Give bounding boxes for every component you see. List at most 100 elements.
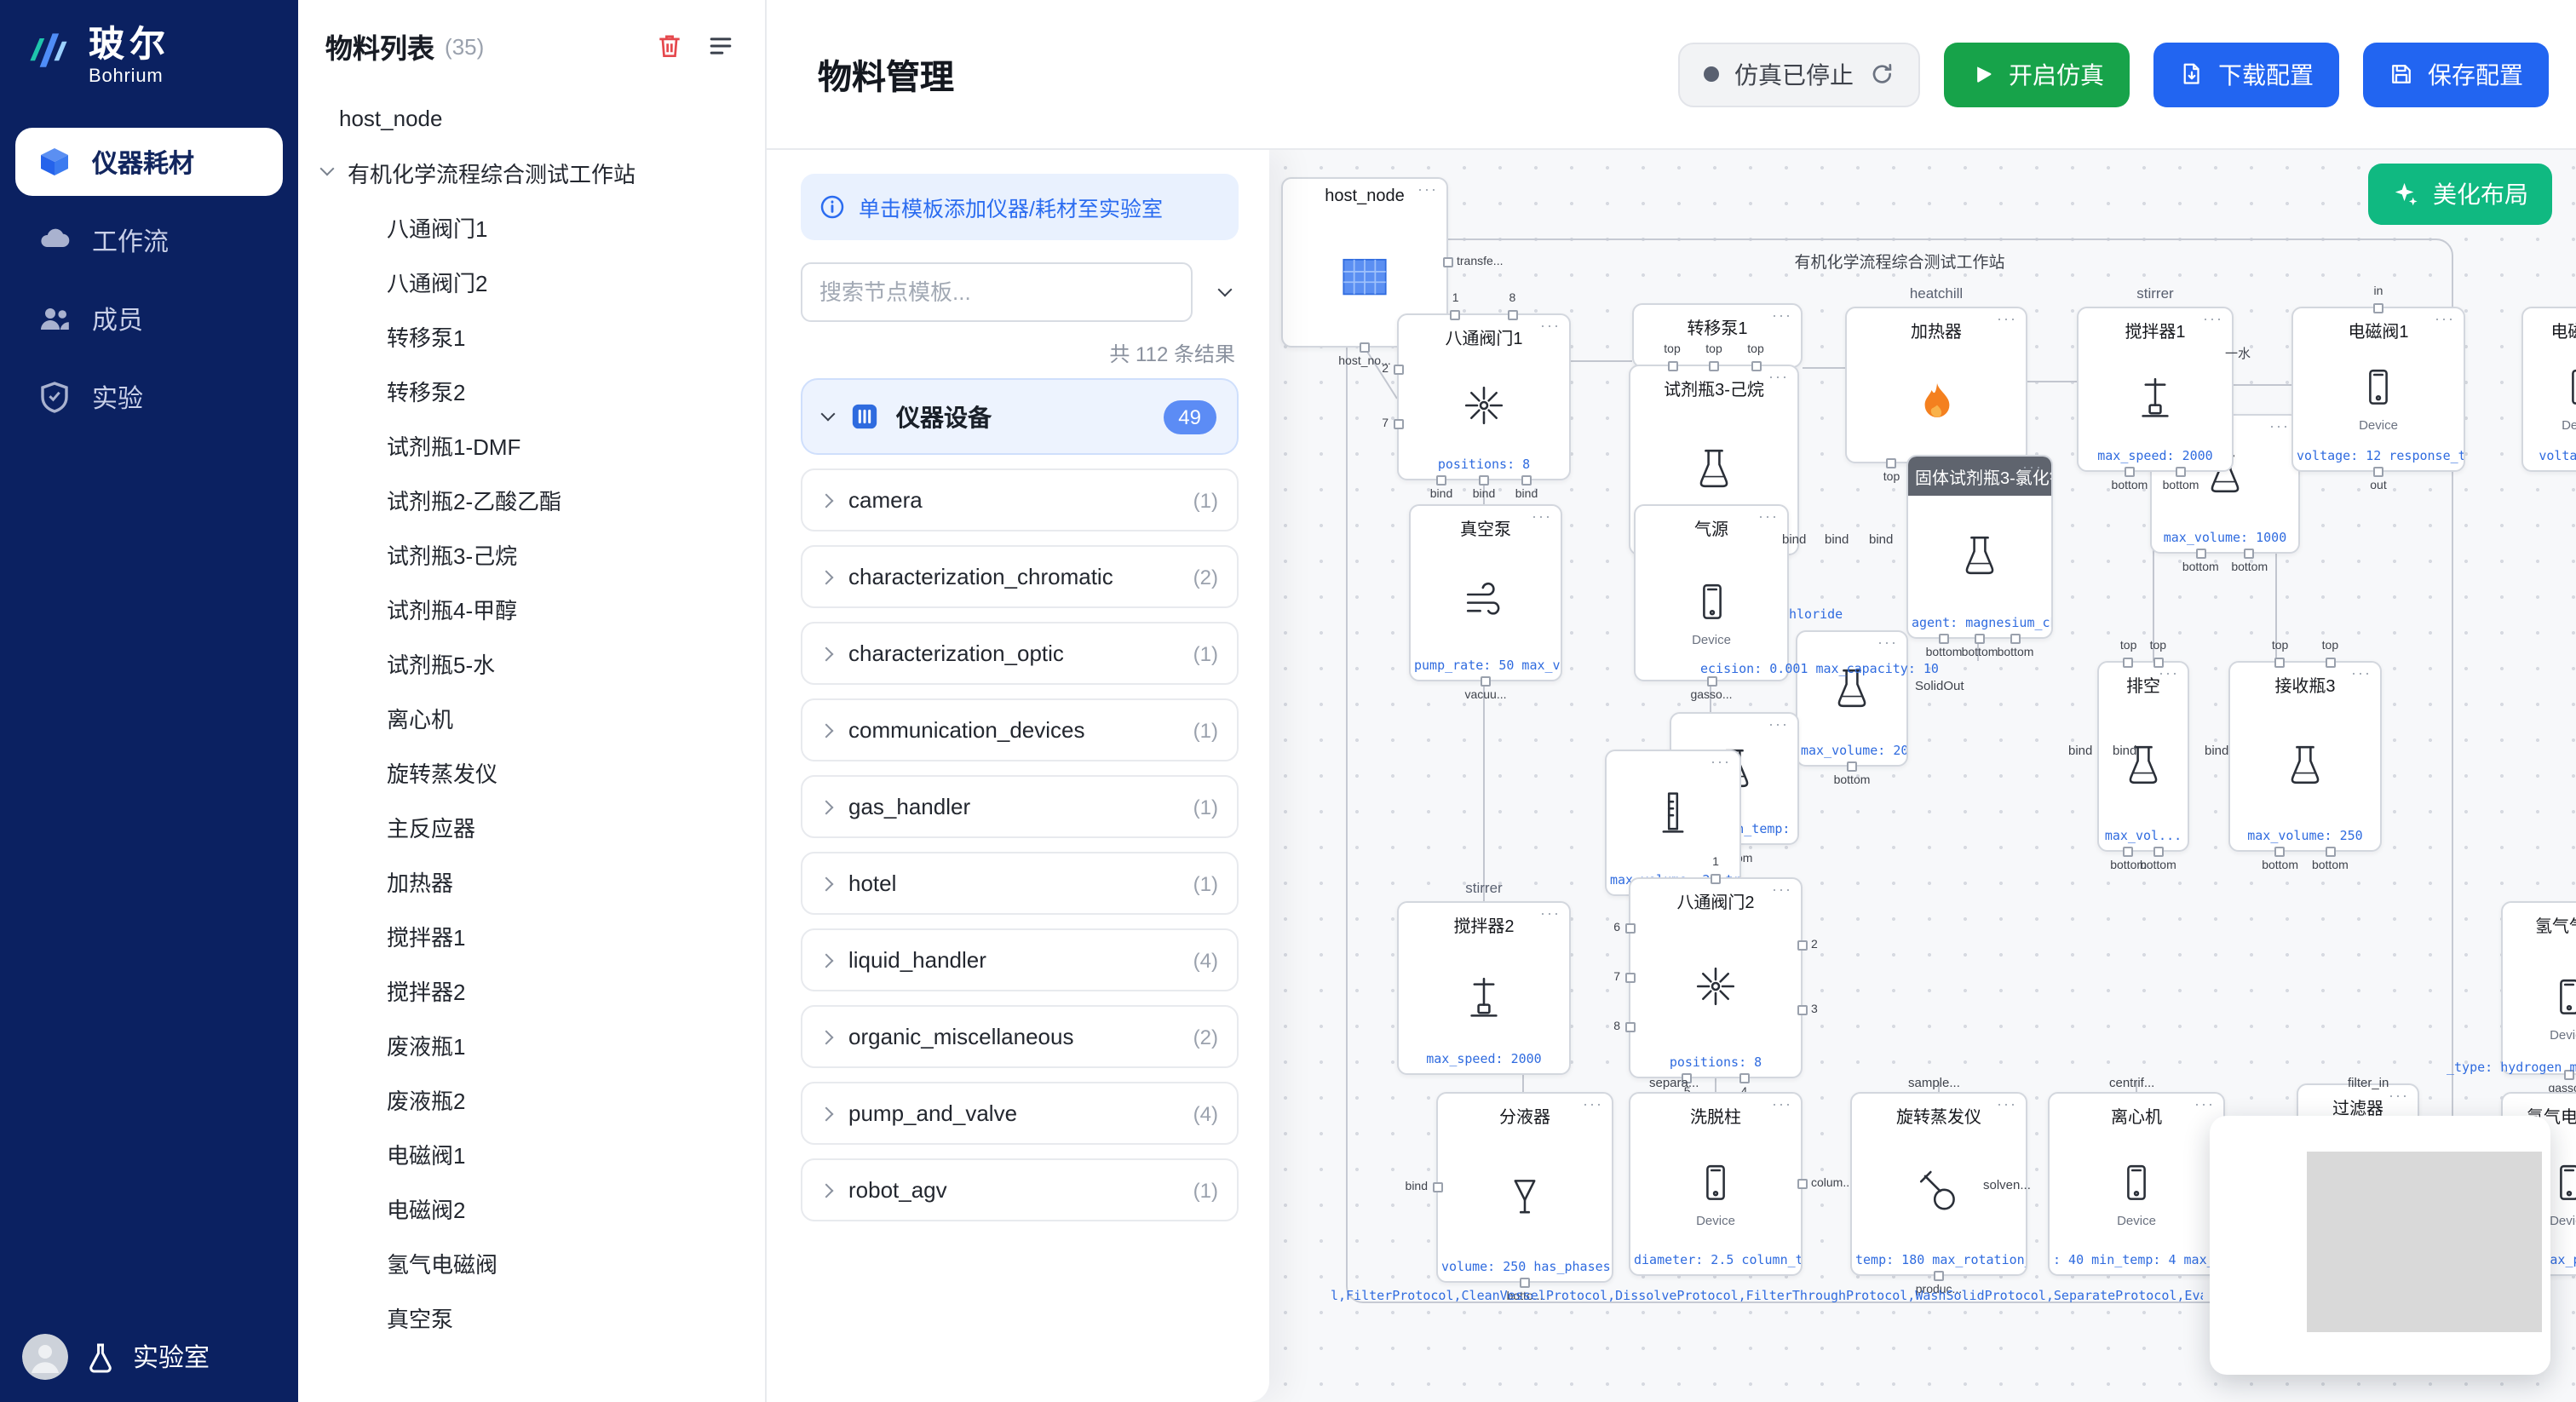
port[interactable]: [2274, 846, 2286, 856]
port[interactable]: [2124, 466, 2135, 476]
tree-item[interactable]: 搅拌器1: [298, 908, 765, 962]
node-menu-icon[interactable]: ···: [2159, 664, 2179, 681]
tree-item[interactable]: 试剂瓶4-甲醇: [298, 581, 765, 635]
port[interactable]: [1847, 761, 1857, 771]
port[interactable]: [2564, 1069, 2574, 1079]
port[interactable]: [1739, 1072, 1750, 1083]
port[interactable]: [1450, 309, 1461, 319]
port[interactable]: [2373, 302, 2383, 313]
sidebar-item-members[interactable]: 成员: [15, 284, 283, 353]
sidebar-footer[interactable]: 实验室: [22, 1334, 210, 1380]
node-menu-icon[interactable]: ···: [2203, 310, 2223, 327]
tree-item[interactable]: 试剂瓶3-己烷: [298, 526, 765, 581]
port[interactable]: [2373, 466, 2383, 476]
port[interactable]: [1479, 474, 1489, 485]
node-menu-icon[interactable]: ···: [1997, 310, 2017, 327]
node-menu-icon[interactable]: ···: [1997, 1095, 2017, 1112]
node-menu-icon[interactable]: ···: [1540, 317, 1561, 334]
sidebar-item-instruments[interactable]: 仪器耗材: [15, 128, 283, 197]
port[interactable]: [1432, 1182, 1442, 1192]
port[interactable]: [2274, 657, 2286, 667]
tree-item[interactable]: 主反应器: [298, 799, 765, 853]
graph-node[interactable]: 真空泵···pump_rate: 50 max_vacuum: 0.1vacuu…: [1409, 504, 1562, 702]
download-config-button[interactable]: 下载配置: [2153, 42, 2339, 106]
node-menu-icon[interactable]: ···: [1877, 634, 1898, 651]
node-menu-icon[interactable]: ···: [1583, 1095, 1603, 1112]
port[interactable]: [1360, 342, 1370, 352]
tree-item[interactable]: 试剂瓶2-乙酸乙酯: [298, 472, 765, 526]
search-input[interactable]: [801, 262, 1193, 322]
graph-node[interactable]: ···max_volume: 25 transfer_rate: 10intra…: [1605, 750, 1741, 916]
node-menu-icon[interactable]: ···: [1768, 368, 1789, 385]
node-menu-icon[interactable]: ···: [1758, 508, 1779, 525]
template-category-item[interactable]: characterization_optic(1): [801, 622, 1239, 685]
tree-item[interactable]: 离心机: [298, 690, 765, 744]
port[interactable]: [1520, 1277, 1530, 1287]
port[interactable]: [2010, 633, 2021, 643]
minimap-viewport[interactable]: [2307, 1152, 2542, 1332]
port[interactable]: [1507, 309, 1518, 319]
sidebar-item-experiments[interactable]: 实验: [15, 363, 283, 431]
port[interactable]: [1436, 474, 1446, 485]
node-menu-icon[interactable]: ···: [1772, 1095, 1792, 1112]
port[interactable]: [1481, 675, 1491, 686]
collapse-panel-chevron-icon[interactable]: [1211, 279, 1239, 306]
workstation-group[interactable]: 有机化学流程综合测试工作站: [1346, 238, 2453, 1303]
refresh-icon[interactable]: [1869, 61, 1895, 87]
tree-item[interactable]: 有机化学流程综合测试工作站: [298, 145, 765, 199]
tree-item[interactable]: 加热器: [298, 853, 765, 908]
port[interactable]: [1939, 633, 1949, 643]
node-menu-icon[interactable]: ···: [1768, 715, 1789, 733]
tree-item[interactable]: 试剂瓶5-水: [298, 635, 765, 690]
chevron-down-icon[interactable]: [319, 161, 335, 176]
graph-node[interactable]: 固体试剂瓶3-氯化镁···agent: magnesium_chloridebo…: [1906, 455, 2053, 659]
template-category-item[interactable]: gas_handler(1): [801, 775, 1239, 838]
tree-item[interactable]: 真空泵: [298, 1290, 765, 1344]
template-category-item[interactable]: liquid_handler(4): [801, 928, 1239, 991]
node-menu-icon[interactable]: ···: [1772, 881, 1792, 898]
tree-item[interactable]: 电磁阀2: [298, 1181, 765, 1235]
port[interactable]: [1886, 457, 1897, 468]
node-menu-icon[interactable]: ···: [1417, 181, 1438, 198]
port[interactable]: [1751, 360, 1761, 371]
template-category-item[interactable]: organic_miscellaneous(2): [801, 1005, 1239, 1068]
logo[interactable]: 玻尔 Bohrium: [0, 0, 298, 101]
tree-item[interactable]: 八通阀门2: [298, 254, 765, 308]
node-menu-icon[interactable]: ···: [1711, 753, 1731, 770]
graph-node[interactable]: 氢气气源···Devicegasso...: [2501, 901, 2576, 1095]
node-menu-icon[interactable]: ···: [1532, 508, 1552, 525]
port[interactable]: [2325, 657, 2336, 667]
tree-item[interactable]: 转移泵2: [298, 363, 765, 417]
tree-item[interactable]: 废液瓶1: [298, 1017, 765, 1072]
tree-item[interactable]: 搅拌器2: [298, 962, 765, 1017]
node-menu-icon[interactable]: ···: [1540, 905, 1561, 922]
graph-node[interactable]: 旋转蒸发仪···temp: 180 max_rotation_speed:pro…: [1850, 1092, 2027, 1296]
template-category-item[interactable]: communication_devices(1): [801, 698, 1239, 761]
port[interactable]: [1624, 1022, 1635, 1032]
node-menu-icon[interactable]: ···: [2269, 417, 2290, 434]
beautify-layout-button[interactable]: 美化布局: [2368, 164, 2552, 225]
template-category-item[interactable]: camera(1): [801, 468, 1239, 531]
port[interactable]: [1393, 364, 1403, 375]
port[interactable]: [1797, 1005, 1807, 1016]
port[interactable]: [2176, 466, 2187, 476]
port[interactable]: [2123, 657, 2134, 667]
port[interactable]: [2244, 548, 2255, 558]
sidebar-item-workflow[interactable]: 工作流: [15, 206, 283, 274]
port[interactable]: [1934, 1270, 1944, 1280]
tree-item[interactable]: 电磁阀1: [298, 1126, 765, 1181]
port[interactable]: [2123, 846, 2134, 856]
tree-item[interactable]: 转移泵1: [298, 308, 765, 363]
node-menu-icon[interactable]: ···: [2194, 1095, 2215, 1112]
port[interactable]: [1706, 675, 1716, 686]
template-category-item[interactable]: robot_agv(1): [801, 1158, 1239, 1221]
port[interactable]: [1393, 419, 1403, 430]
category-instruments[interactable]: 仪器设备 49: [801, 378, 1239, 455]
template-category-item[interactable]: characterization_chromatic(2): [801, 545, 1239, 608]
